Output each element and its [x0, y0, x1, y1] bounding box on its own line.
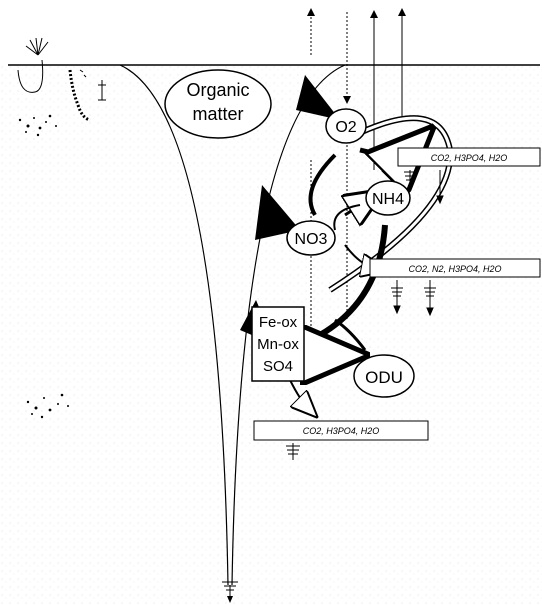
oxidants-label-line1: Fe-ox — [259, 314, 298, 331]
odu-label: ODU — [365, 368, 403, 387]
no3-node: NO3 — [287, 221, 335, 255]
organic-matter-node: Organic matter — [165, 70, 271, 138]
odu-node: ODU — [354, 355, 414, 397]
no3-label: NO3 — [295, 231, 328, 248]
denitrification-products-label: CO2, N2, H3PO4, H2O — [408, 264, 501, 274]
nh4-label: NH4 — [372, 191, 404, 208]
oxic-products-label: CO2, H3PO4, H2O — [431, 153, 508, 163]
oxic-products-box: CO2, H3PO4, H2O — [398, 148, 540, 166]
o2-node: O2 — [326, 109, 366, 143]
oxidants-label-line2: Mn-ox — [257, 336, 299, 353]
anoxic-products-box: CO2, H3PO4, H2O — [254, 421, 428, 440]
denitrification-products-box: CO2, N2, H3PO4, H2O — [370, 259, 540, 277]
oxidants-label-line3: SO4 — [263, 358, 293, 375]
organic-matter-label-line2: matter — [192, 104, 243, 124]
nh4-node: NH4 — [366, 181, 410, 215]
o2-label: O2 — [335, 119, 356, 136]
oxidants-node: Fe-ox Mn-ox SO4 — [252, 307, 304, 381]
anoxic-products-label: CO2, H3PO4, H2O — [303, 426, 380, 436]
organic-matter-label-line1: Organic — [186, 80, 249, 100]
